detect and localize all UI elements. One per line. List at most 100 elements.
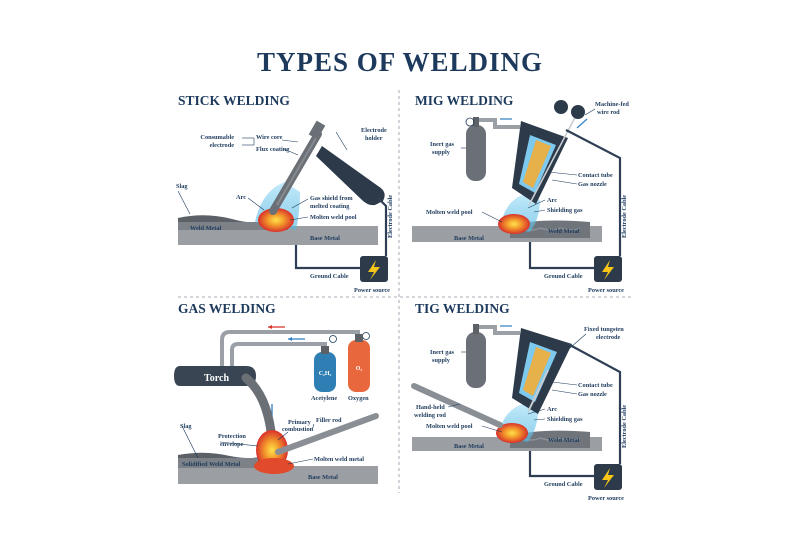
stick-weld-metal-bead (178, 222, 288, 230)
gas-base-metal (178, 466, 378, 484)
mig-roller-right (571, 105, 585, 119)
mig-label-shielding-gas: Shielding gas (547, 207, 583, 214)
mig-label-inert-gas-2: supply (432, 149, 451, 156)
tig-electrode-cable-line (567, 343, 622, 464)
mig-welding-panel: MIG WELDING (412, 93, 629, 294)
gas-torch (174, 366, 256, 386)
tig-label-inert-gas-2: supply (432, 357, 451, 364)
tig-welding-panel: TIG WELDING Fixed tung (411, 301, 628, 502)
gas-label-acetylene: Acetylene (311, 395, 337, 402)
stick-electrode-holder (316, 146, 385, 206)
mig-label-electrode-cable: Electrode Cable (621, 195, 628, 238)
stick-label-electrode: electrode (210, 142, 235, 149)
stick-label-arc: Arc (236, 194, 246, 201)
mig-gas-cylinder (466, 125, 486, 181)
gas-label-protection-1: Protection (218, 433, 246, 440)
gas-label-primary-1: Primary (288, 419, 312, 426)
tig-label-hand-held-1: Hand-held (416, 404, 445, 411)
tig-label-tungsten-2: electrode (596, 334, 621, 341)
stick-label-ground-cable: Ground Cable (310, 273, 349, 280)
tig-label-base-metal: Base Metal (454, 443, 484, 450)
stick-label-slag: Slag (176, 183, 188, 190)
mig-label-molten-pool: Molten weld pool (426, 209, 473, 216)
mig-ground-cable-line (528, 242, 594, 270)
gas-solidified-weld (178, 458, 258, 468)
gas-label-base-metal: Base Metal (308, 474, 338, 481)
tig-label-electrode-cable: Electrode Cable (621, 405, 628, 448)
mig-electrode-cable-line (565, 129, 622, 256)
stick-welding-panel: STICK WELDING Consumable elec (176, 93, 394, 294)
gas-oxygen-tank (348, 340, 370, 392)
stick-label-molten-pool: Molten weld pool (310, 214, 357, 221)
tig-gas-cylinder (466, 332, 486, 388)
gas-oxygen-formula: O₂ (356, 366, 363, 372)
tig-title: TIG WELDING (415, 301, 510, 316)
gas-title: GAS WELDING (178, 301, 276, 316)
gas-molten-metal (254, 458, 294, 474)
tig-label-tungsten-1: Fixed tungsten (584, 326, 624, 333)
tig-lightning-icon (602, 468, 614, 488)
stick-base-metal (178, 226, 378, 245)
tig-label-hand-held-2: welding rod (414, 412, 446, 419)
tig-welding-rod (411, 383, 503, 428)
stick-wire-core (276, 137, 317, 206)
mig-label-ground-cable: Ground Cable (544, 273, 583, 280)
tig-label-ground-cable: Ground Cable (544, 481, 583, 488)
gas-label-primary-2: combustion (282, 426, 314, 433)
gas-label-slag: Slag (180, 423, 192, 430)
gas-oxygen-hose (220, 330, 360, 372)
stick-rod-tip (308, 120, 326, 140)
tig-label-shielding-gas: Shielding gas (547, 416, 583, 423)
mig-label-machine-fed-2: wire rod (597, 109, 620, 116)
mig-label-power-source: Power source (588, 287, 624, 294)
tig-label-power-source: Power source (588, 495, 624, 502)
stick-ground-cable-line (294, 245, 360, 270)
tig-contact-tube (523, 347, 551, 396)
gas-acetylene-hose (230, 342, 327, 372)
stick-label-electrode-holder-2: holder (365, 135, 383, 142)
gas-label-protection-2: envelope (220, 441, 244, 448)
tig-ground-cable-line (528, 451, 594, 478)
mig-wire-rod (528, 107, 581, 206)
stick-label-flux-coating: Flux coating (256, 146, 290, 153)
gas-label-filler-rod: Filler rod (316, 417, 342, 424)
tig-tungsten-electrode (527, 369, 549, 413)
gas-filler-rod (275, 413, 379, 455)
mig-roller-left (554, 100, 568, 114)
mig-molten-pool (498, 214, 530, 234)
gas-acetylene-formula: C₂H₂ (319, 371, 332, 377)
gas-acetylene-tank (314, 352, 336, 392)
mig-label-inert-gas-1: Inert gas (430, 141, 455, 148)
stick-label-gas-shield-1: Gas shield from (310, 195, 353, 202)
stick-molten-pool (258, 208, 294, 232)
stick-label-base-metal: Base Metal (310, 235, 340, 242)
tig-label-inert-gas-1: Inert gas (430, 349, 455, 356)
stick-label-wire-core: Wire core (256, 134, 283, 141)
stick-lightning-icon (368, 260, 380, 280)
stick-title: STICK WELDING (178, 93, 290, 108)
mig-label-arc: Arc (547, 197, 557, 204)
stick-label-consumable: Consumable (200, 134, 234, 141)
tig-label-molten-pool: Molten weld pool (426, 423, 473, 430)
gas-label-solidified: Solidified Weld Metal (182, 461, 241, 468)
mig-contact-tube (523, 140, 551, 188)
mig-label-gas-nozzle: Gas nozzle (578, 181, 607, 188)
main-title: TYPES OF WELDING (257, 47, 543, 77)
mig-title: MIG WELDING (415, 93, 514, 108)
mig-label-machine-fed-1: Machine-fed (595, 101, 629, 108)
tig-label-gas-nozzle: Gas nozzle (578, 391, 607, 398)
mig-label-base-metal: Base Metal (454, 235, 484, 242)
mig-label-weld-metal: Weld Metal (548, 228, 580, 235)
stick-label-power-source: Power source (354, 287, 390, 294)
gas-label-torch: Torch (204, 373, 229, 384)
tig-label-weld-metal: Weld Metal (548, 437, 580, 444)
mig-lightning-icon (602, 260, 614, 280)
tig-label-arc: Arc (547, 406, 557, 413)
mig-label-contact-tube: Contact tube (578, 172, 613, 179)
stick-label-gas-shield-2: melted coating (310, 203, 350, 210)
tig-label-contact-tube: Contact tube (578, 382, 613, 389)
gas-label-molten-metal: Molten weld metal (314, 456, 364, 463)
gas-label-oxygen: Oxygen (348, 395, 369, 402)
